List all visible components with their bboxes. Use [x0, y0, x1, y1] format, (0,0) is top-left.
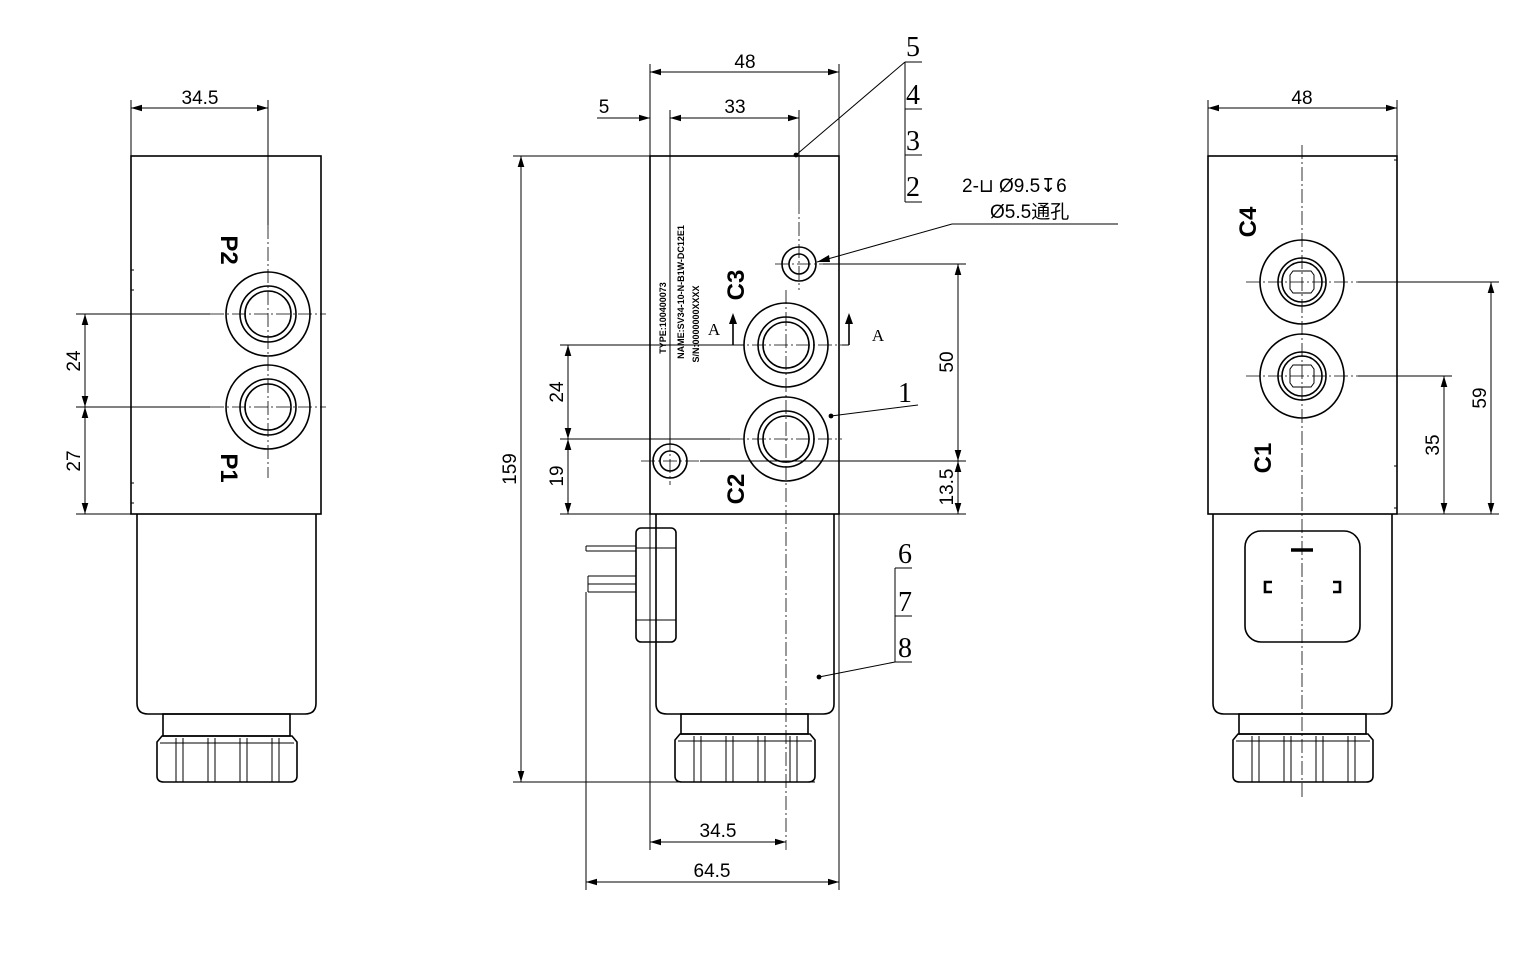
balloon-5: 5	[906, 32, 920, 63]
label-c3: C3	[723, 270, 750, 301]
left-view: 34.5 24 27 P2 P1	[64, 88, 326, 783]
front-dim-right-lower: 13.5	[937, 469, 958, 506]
balloon-4: 4	[906, 80, 920, 111]
balloon-2: 2	[906, 172, 920, 203]
balloon-group-top: 5 4 3 2	[793, 32, 922, 203]
right-centerlines	[1246, 145, 1358, 800]
front-dim-hole: 33	[724, 97, 745, 118]
label-c1: C1	[1250, 443, 1277, 474]
front-dimensions	[513, 64, 966, 890]
left-centerlines	[210, 225, 326, 478]
right-connector-plug	[1244, 530, 1361, 643]
section-marks	[729, 313, 853, 346]
front-dim-lower: 19	[547, 465, 568, 486]
right-dim-width: 48	[1291, 88, 1312, 109]
front-dim-right-spacing: 50	[937, 351, 958, 372]
right-valve-body	[1207, 155, 1398, 515]
front-nut	[674, 733, 816, 783]
front-dim-bottom-total: 64.5	[694, 861, 731, 882]
label-p2: P2	[215, 235, 242, 264]
hole-note-counterbore: 2-⊔ Ø9.5↧6	[962, 176, 1067, 197]
right-dim-outer: 59	[1470, 387, 1491, 408]
front-dim-bottom-inner: 34.5	[700, 821, 737, 842]
front-valve-body	[649, 155, 840, 515]
right-dim-inner: 35	[1423, 434, 1444, 455]
front-dim-width: 48	[734, 52, 755, 73]
balloon-1: 1	[898, 378, 912, 409]
section-mark-left: A	[708, 320, 721, 339]
label-p1: P1	[215, 453, 242, 482]
left-dim-width: 34.5	[182, 88, 219, 109]
balloon-7: 7	[898, 587, 912, 618]
front-view: A A C3 C2 TYPE:100400073 NAME:SV34-10-N-…	[500, 32, 1118, 890]
nameplate: TYPE:100400073 NAME:SV34-10-N-B1W-DC12E1…	[658, 225, 701, 362]
front-dim-height: 159	[500, 453, 521, 485]
label-c2: C2	[723, 474, 750, 505]
label-c4: C4	[1235, 206, 1262, 237]
front-dim-port-spacing: 24	[547, 381, 568, 403]
right-nut	[1232, 733, 1374, 783]
right-coil	[1212, 514, 1393, 735]
hole-callout: 2-⊔ Ø9.5↧6 Ø5.5通孔	[816, 176, 1118, 263]
front-connector	[585, 527, 677, 643]
balloon-8: 8	[898, 633, 912, 664]
right-dimensions	[1207, 100, 1499, 515]
front-coil	[655, 514, 835, 735]
right-view: 48 59 35 C4 C1	[1207, 88, 1499, 800]
left-nut	[156, 735, 298, 783]
hole-note-through: Ø5.5通孔	[990, 201, 1069, 223]
balloon-3: 3	[906, 126, 920, 157]
balloon-6: 6	[898, 539, 912, 570]
left-dimensions	[76, 100, 269, 515]
left-dim-bottom: 27	[64, 450, 85, 471]
front-centerlines	[641, 200, 842, 850]
left-valve-body	[130, 155, 322, 515]
left-coil	[136, 514, 317, 737]
nameplate-type: TYPE:100400073	[658, 282, 668, 354]
balloon-1-leader: 1	[828, 378, 919, 419]
nameplate-name: NAME:SV34-10-N-B1W-DC12E1	[676, 225, 686, 359]
balloon-group-bottom: 6 7 8	[816, 539, 912, 680]
left-dim-ports: 24	[64, 350, 85, 372]
section-mark-right: A	[872, 326, 885, 345]
front-dim-offset: 5	[599, 97, 610, 118]
nameplate-serial: S/N:0000000XXXX	[691, 285, 701, 362]
